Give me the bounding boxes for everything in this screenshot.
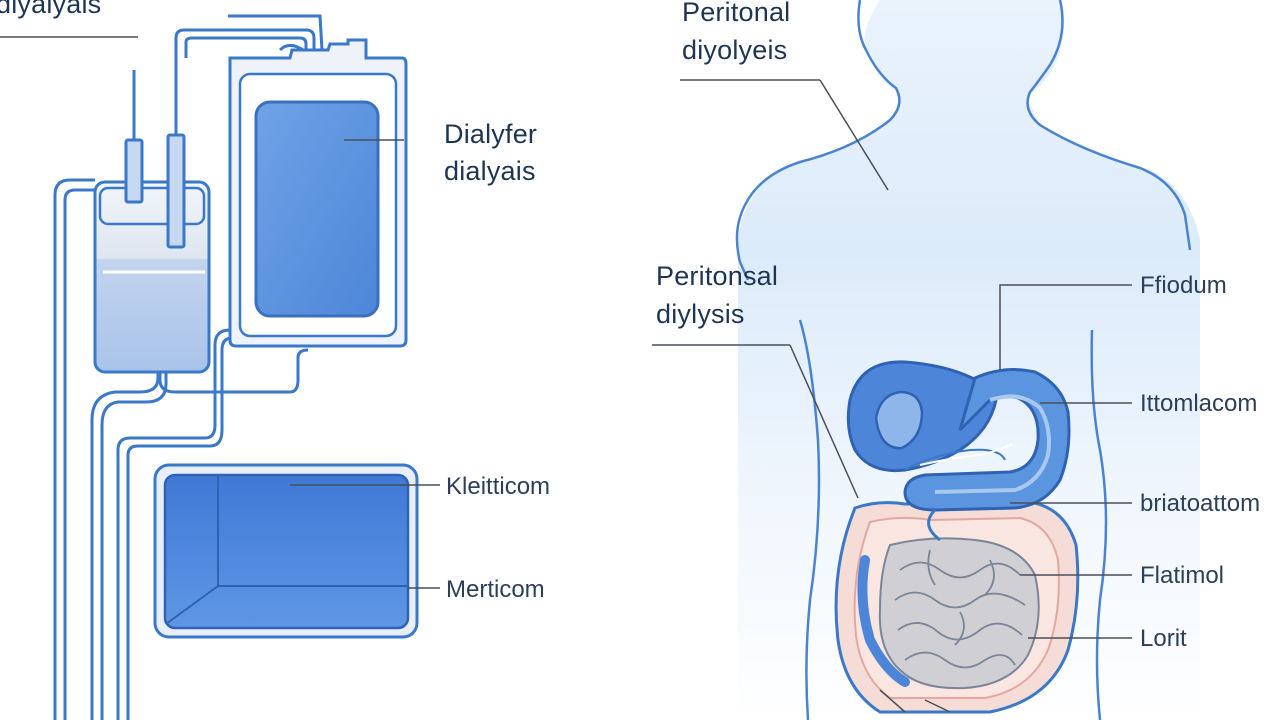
peritonal-top-leader (819, 79, 889, 191)
label-dialyfer-line2: dialyais (444, 156, 536, 186)
peritonsal-leader (789, 344, 859, 499)
ffiodum-leader (999, 284, 1132, 370)
label-peritonsal-line1: Peritonsal (656, 261, 779, 291)
dialysate-tray (153, 463, 440, 639)
label-peritonal-top-line2: diyolyeis (682, 35, 788, 65)
left-tubing (53, 178, 309, 720)
label-ffiodum: Ffiodum (1140, 272, 1227, 299)
label-ittomlacom: Ittomlacom (1140, 390, 1258, 417)
label-peritonsal-line2: diylysis (656, 299, 745, 329)
label-dialyfer-line1: Dialyfer (444, 119, 538, 149)
hemodialysis-apparatus (0, 14, 440, 720)
label-lorit: Lorit (1140, 625, 1187, 652)
peritoneal-cavity (834, 500, 1080, 714)
dialyzer (228, 38, 408, 348)
label-kleitticom: Kleitticom (446, 473, 551, 500)
iv-spikes (124, 55, 186, 249)
abdominal-organs (846, 360, 1071, 542)
label-flatimol: Flatimol (1140, 562, 1225, 589)
top-tubing (174, 14, 324, 58)
label-briatoattom: briatoattom (1140, 490, 1261, 517)
iv-fluid-bag (93, 180, 211, 374)
label-peritonal-top-line1: Peritonal (682, 0, 791, 27)
intestine-folds (894, 549, 1026, 669)
label-merticom: Merticom (446, 576, 545, 603)
right-leader-lines (652, 79, 1132, 639)
label-top-left-partial: diyalyais (0, 0, 102, 19)
